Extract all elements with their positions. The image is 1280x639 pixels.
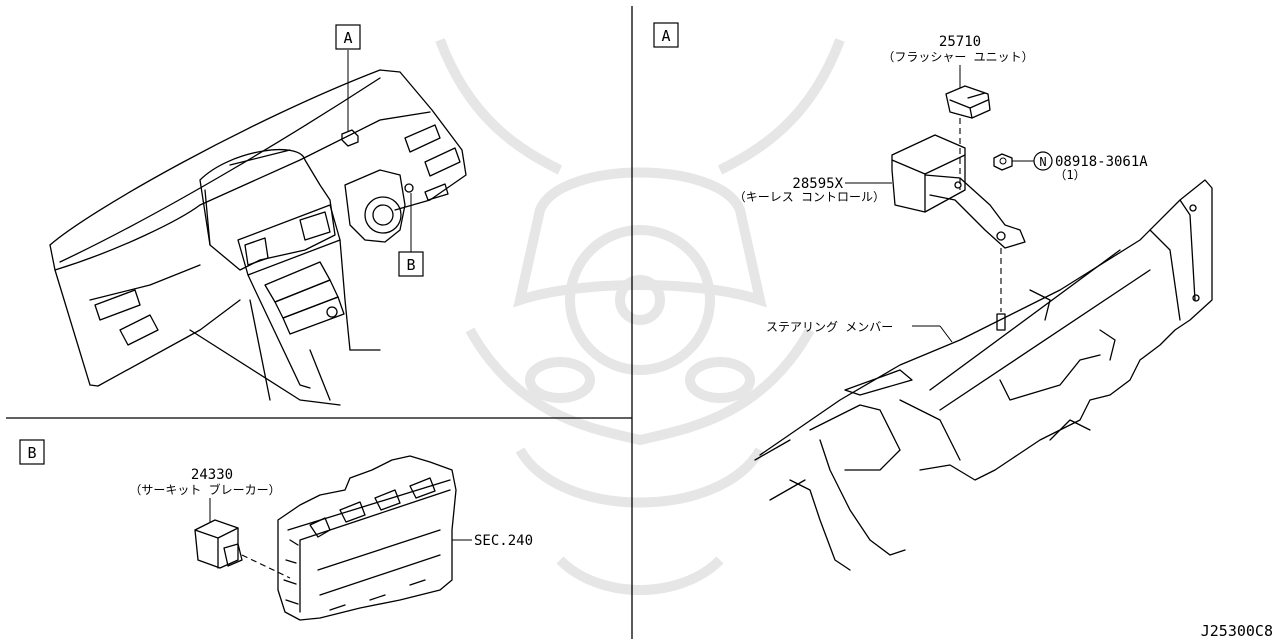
panel-a-title: A [661,27,670,45]
keyless-control-part [891,134,1026,249]
steering-member-part [754,179,1213,571]
flasher-unit-number: 25710 [939,34,981,50]
circuit-breaker-number: 24330 [191,467,233,483]
circuit-breaker-name: （サーキット ブレーカー） [129,482,280,497]
circuit-breaker-part [194,519,243,569]
overview-tag-b: B [406,256,415,274]
steering-member-label: ステアリング メンバー [766,320,893,334]
diagram-code: J25300C8 [1201,622,1273,639]
nut-symbol: N [1039,155,1046,169]
flasher-unit-name: （フラッシャー ユニット） [882,50,1033,64]
overview-tag-a-box [335,24,361,50]
panel-b-title: B [27,444,36,462]
flasher-unit-part [945,85,991,119]
dashboard-overview [49,50,467,406]
nut-part [993,153,1013,171]
keyless-control-name: （キーレス コントロール） [734,190,885,204]
panel-a-title-box [653,22,679,48]
nut-number: 08918-3061A [1055,154,1148,170]
watermark-logo [435,38,845,595]
keyless-control-number: 28595X [792,176,843,192]
overview-tag-b-box [398,251,424,277]
fuse-block-part [277,455,457,621]
sec-reference: SEC.240 [474,533,533,549]
nut-quantity: （1） [1054,168,1085,182]
panel-b-title-box [19,439,45,465]
overview-tag-a: A [343,29,352,47]
